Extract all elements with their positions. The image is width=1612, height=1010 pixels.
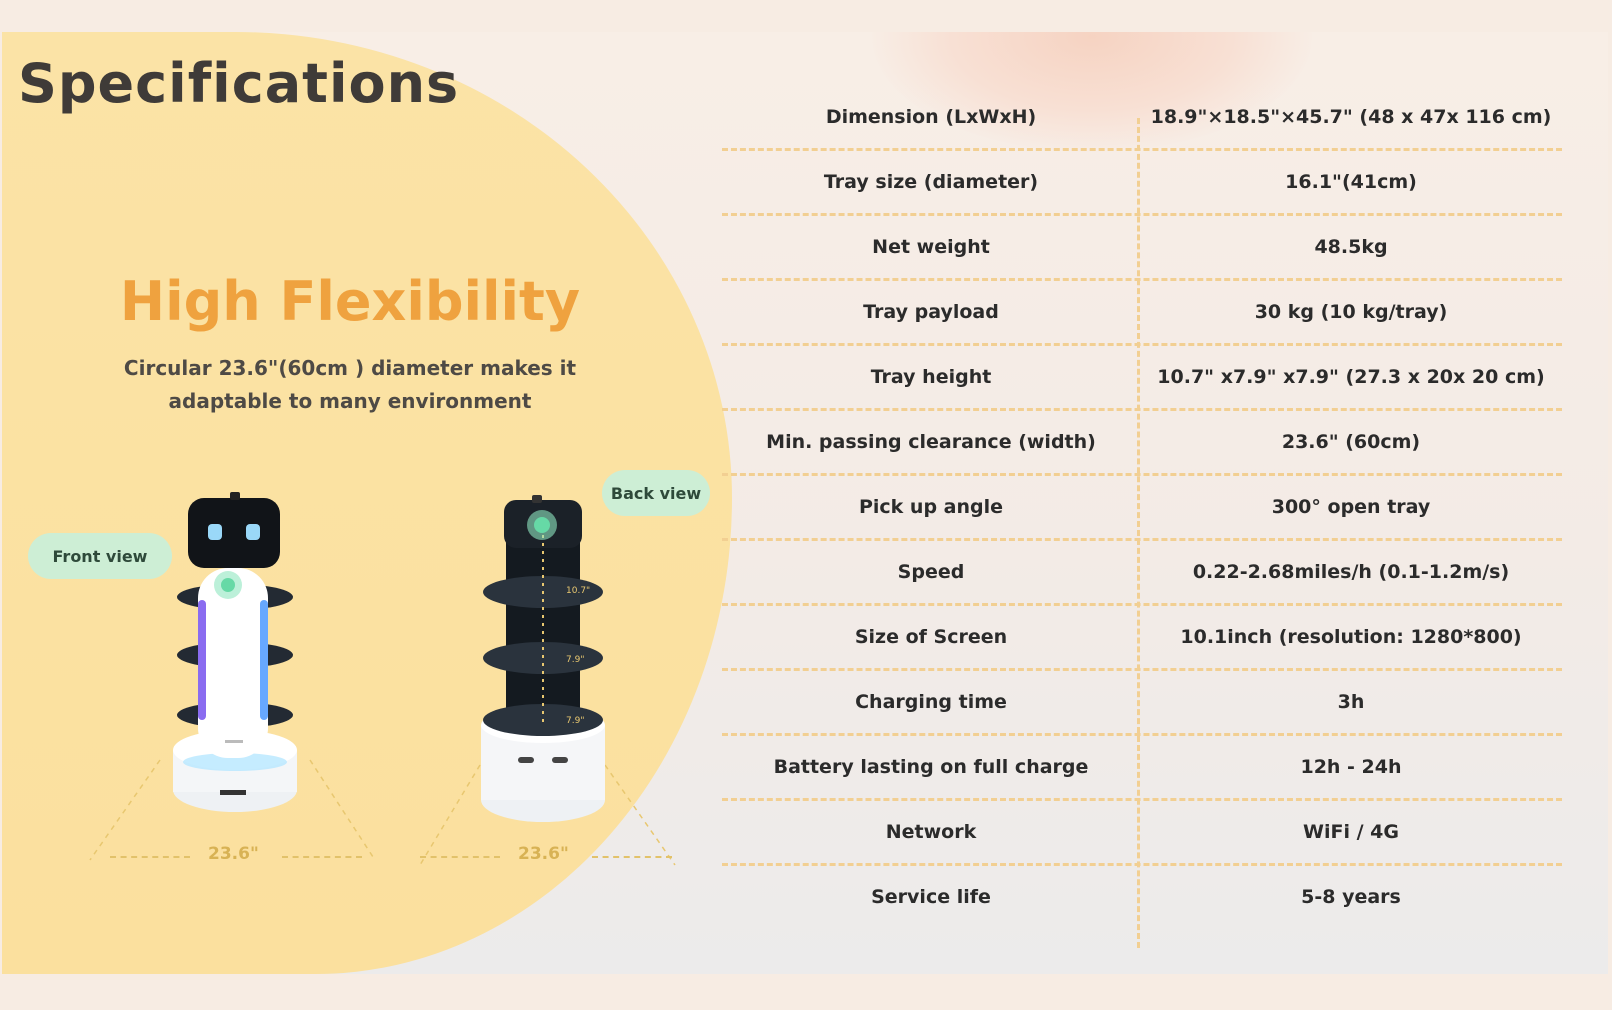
front-dimension-label: 23.6"	[208, 844, 259, 864]
spec-value: 0.22-2.68miles/h (0.1-1.2m/s)	[1192, 561, 1510, 583]
spec-value: 16.1"(41cm)	[1285, 171, 1417, 193]
robot-back-view-image: 10.7" 7.9" 7.9"	[420, 495, 676, 866]
table-column-divider	[1137, 118, 1140, 948]
spec-label: Speed	[897, 561, 965, 583]
table-row: Tray payload 30 kg (10 kg/tray)	[722, 281, 1562, 346]
spec-value: 10.1inch (resolution: 1280*800)	[1180, 626, 1522, 648]
table-row: Net weight 48.5kg	[722, 216, 1562, 281]
table-row: Size of Screen 10.1inch (resolution: 1280…	[722, 606, 1562, 671]
spec-value: 23.6" (60cm)	[1281, 431, 1421, 453]
table-row: Network WiFi / 4G	[722, 801, 1562, 866]
spec-label: Tray payload	[863, 301, 999, 323]
table-row: Min. passing clearance (width) 23.6" (60c…	[722, 411, 1562, 476]
table-row: Service life 5-8 years	[722, 866, 1562, 928]
back-dimension-label: 23.6"	[518, 844, 569, 864]
table-row: Battery lasting on full charge 12h - 24h	[722, 736, 1562, 801]
page-title: Specifications	[18, 52, 460, 115]
back-dimension-line-right	[592, 856, 672, 858]
spec-value: 5-8 years	[1301, 886, 1401, 908]
spec-value: 18.9"×18.5"×45.7" (48 x 47x 116 cm)	[1150, 106, 1552, 128]
spec-value: 300° open tray	[1271, 496, 1431, 518]
robot-front-view-image	[89, 492, 376, 861]
spec-label: Charging time	[855, 691, 1007, 713]
spec-label: Dimension (LxWxH)	[825, 106, 1037, 128]
spec-label: Net weight	[872, 236, 990, 258]
spec-label: Tray size (diameter)	[823, 171, 1039, 193]
spec-value: 10.7" x7.9" x7.9" (27.3 x 20x 20 cm)	[1157, 366, 1545, 388]
spec-label: Min. passing clearance (width)	[766, 431, 1096, 453]
spec-label: Network	[885, 821, 977, 843]
feature-description: Circular 23.6"(60cm ) diameter makes it …	[123, 356, 577, 413]
spec-value: 48.5kg	[1314, 236, 1388, 258]
table-row: Speed 0.22-2.68miles/h (0.1-1.2m/s)	[722, 541, 1562, 606]
spec-label: Service life	[871, 886, 991, 908]
back-view-badge: Back view	[602, 470, 710, 516]
tray-height-label: 7.9"	[566, 716, 584, 726]
back-dimension-line-left	[420, 856, 500, 858]
spec-value: 3h	[1337, 691, 1365, 713]
spec-value: 12h - 24h	[1300, 756, 1402, 778]
front-dimension-line-right	[282, 856, 362, 858]
tray-height-label: 10.7"	[566, 586, 590, 596]
spec-value: WiFi / 4G	[1303, 821, 1399, 843]
spec-value: 30 kg (10 kg/tray)	[1254, 301, 1448, 323]
specifications-table: Dimension (LxWxH) 18.9"×18.5"×45.7" (48 x…	[722, 86, 1562, 928]
spec-label: Tray height	[870, 366, 992, 388]
spec-label: Size of Screen	[854, 626, 1008, 648]
spec-label: Pick up angle	[858, 496, 1004, 518]
table-row: Tray height 10.7" x7.9" x7.9" (27.3 x 20x…	[722, 346, 1562, 411]
table-row: Dimension (LxWxH) 18.9"×18.5"×45.7" (48 x…	[722, 86, 1562, 151]
front-view-badge: Front view	[28, 533, 172, 579]
table-row: Charging time 3h	[722, 671, 1562, 736]
tray-height-label: 7.9"	[566, 655, 584, 665]
spec-label: Battery lasting on full charge	[773, 756, 1089, 778]
front-dimension-line-left	[110, 856, 190, 858]
table-row: Pick up angle 300° open tray	[722, 476, 1562, 541]
table-row: Tray size (diameter) 16.1"(41cm)	[722, 151, 1562, 216]
feature-title: High Flexibility	[119, 270, 581, 333]
